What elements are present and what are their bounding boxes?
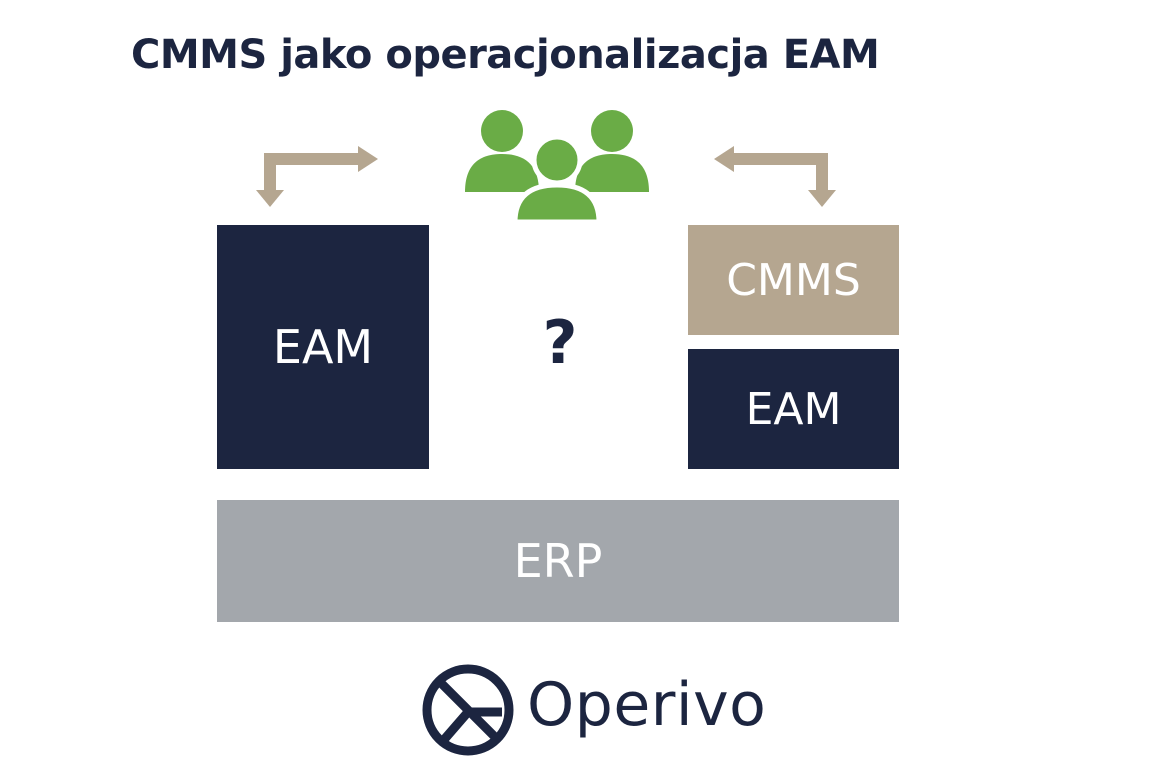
eam-block-left: EAM bbox=[217, 225, 429, 469]
cmms-block: CMMS bbox=[688, 225, 899, 335]
logo-wordmark: Operivo bbox=[527, 670, 767, 740]
eam-block-right: EAM bbox=[688, 349, 899, 469]
left-arrow-icon bbox=[256, 146, 378, 207]
operivo-logo-icon bbox=[422, 664, 514, 756]
question-mark: ? bbox=[542, 308, 578, 378]
people-group-icon bbox=[465, 110, 649, 225]
right-arrow-icon bbox=[714, 146, 836, 207]
page-title: CMMS jako operacjonalizacja EAM bbox=[131, 32, 880, 78]
erp-block: ERP bbox=[217, 500, 899, 622]
